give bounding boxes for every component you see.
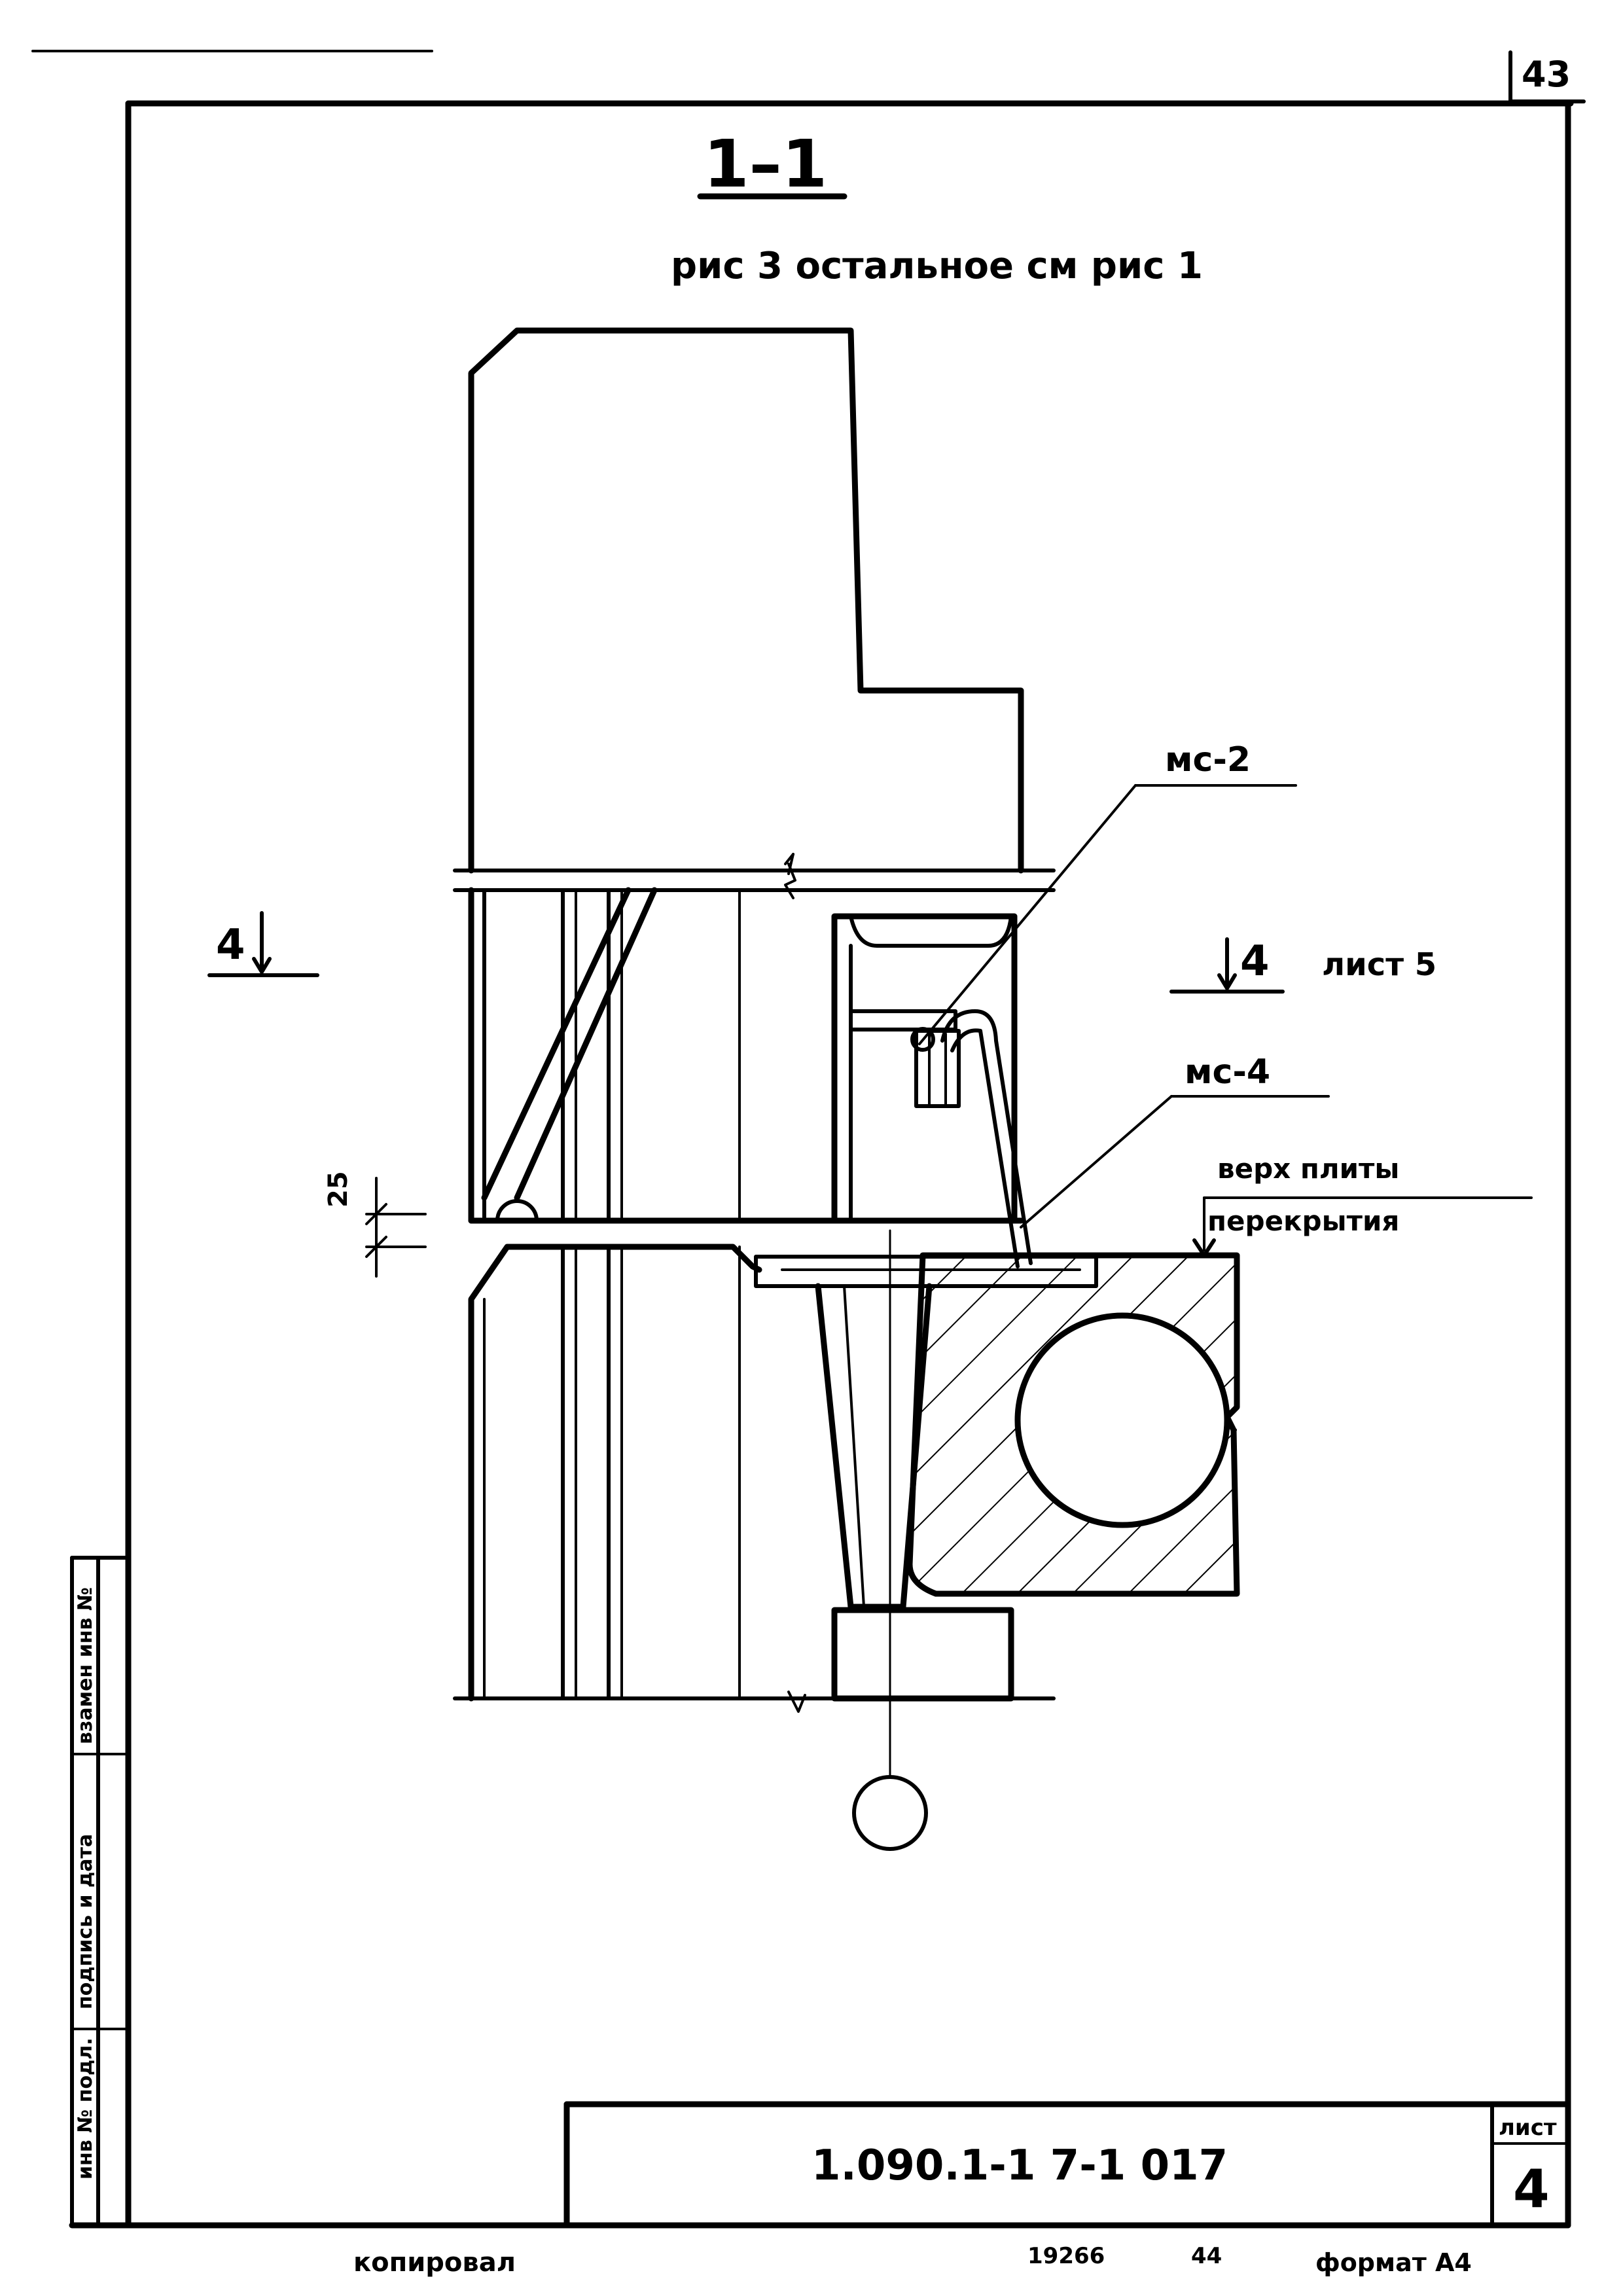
- left-stamp-column: взамен инв № подпись и дата инв № подл.: [70, 1556, 130, 2227]
- callout-slab-top: верх плиты перекрытия: [1192, 1153, 1533, 1257]
- mc2-loop: [910, 1027, 935, 1052]
- callout-slab-top-line1: верх плиты: [1217, 1153, 1399, 1185]
- footer-copied: копировал: [353, 2248, 516, 2278]
- footer-order-number: 19266: [1027, 2243, 1105, 2269]
- anchor-rod: [849, 1009, 957, 1031]
- stamp-vzamen-inv: взамен инв №: [74, 1587, 97, 1744]
- axis-centerline: [852, 1229, 928, 1851]
- title-block-code: 1.090.1-1 7-1 017: [812, 2142, 1228, 2190]
- title-block: 1.090.1-1 7-1 017 лист 4: [563, 2101, 1571, 2229]
- upper-joint-lines: [453, 863, 1056, 899]
- dimension-25: 25: [323, 1171, 427, 1278]
- anchor-sleeve: [914, 1029, 961, 1108]
- section-mark-left-label: 4: [216, 921, 245, 969]
- stamp-inv-podl: инв № подл.: [74, 2037, 97, 2179]
- callout-slab-top-line2: перекрытия: [1207, 1205, 1399, 1237]
- stamp-podpis-data: подпись и дата: [74, 1834, 97, 2009]
- title-block-sheet-number: 4: [1513, 2159, 1550, 2219]
- mid-panel: [468, 887, 1024, 1224]
- upper-panel-outline: [468, 327, 1024, 875]
- page-number-corner: 43: [1508, 50, 1586, 103]
- dimension-25-label: 25: [323, 1171, 353, 1208]
- axis-bubble: [852, 1775, 928, 1851]
- hollow-core-slab: [906, 1252, 1240, 1597]
- section-mark-right: 4 лист 5: [1169, 937, 1436, 994]
- callout-mc2-label: мс-2: [1165, 740, 1251, 780]
- page-number: 43: [1522, 54, 1571, 95]
- embedded-box: [831, 913, 1033, 1268]
- section-title: 1–1: [704, 126, 827, 202]
- subtitle: рис 3 остальное см рис 1: [671, 245, 1203, 287]
- callout-mc2: мс-2: [918, 740, 1297, 1045]
- callout-mc4: мс-4: [1020, 1052, 1330, 1229]
- mc4-bar: [940, 1009, 1033, 1265]
- section-mark-right-label: 4: [1240, 937, 1270, 986]
- section-ref: лист 5: [1322, 946, 1436, 983]
- title-block-sheet-label: лист: [1499, 2115, 1557, 2141]
- footer-format: формат А4: [1315, 2248, 1472, 2277]
- sheet-frame: [69, 100, 1574, 2229]
- callout-mc4-label: мс-4: [1185, 1052, 1270, 1092]
- footer-order-sub: 44: [1191, 2243, 1222, 2269]
- lower-panel: [453, 1244, 1056, 1713]
- section-mark-left: 4: [207, 911, 319, 977]
- slab-void: [1014, 1312, 1230, 1528]
